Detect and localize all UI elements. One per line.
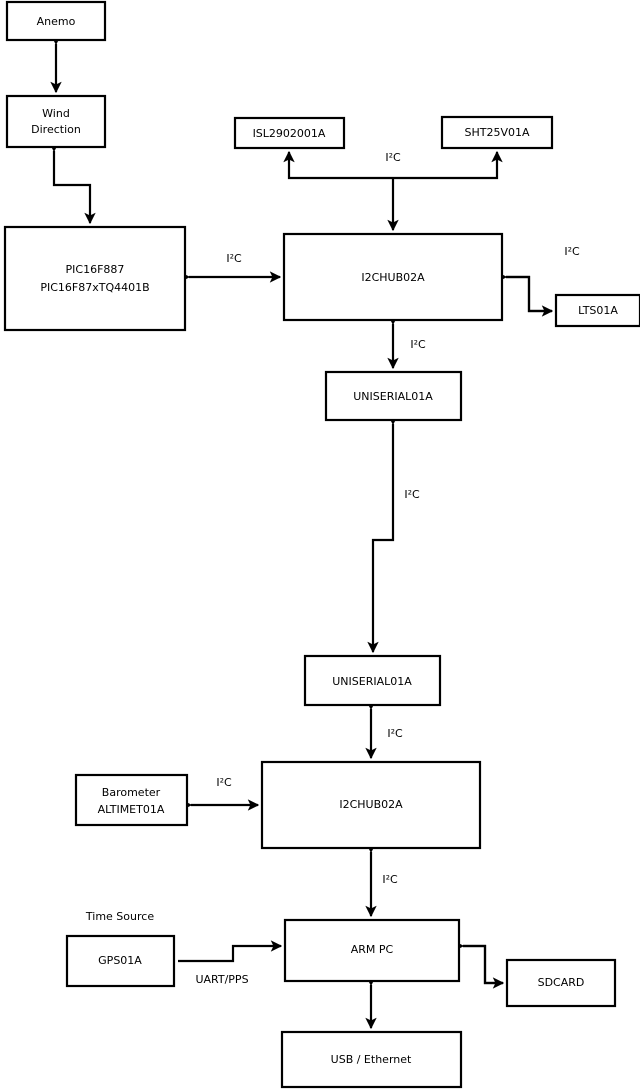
node-barometer-label-line2: ALTIMET01A — [98, 803, 165, 816]
link-gps01a-arm-pc — [178, 940, 283, 963]
node-lts01a-label: LTS01A — [578, 304, 618, 317]
node-anemo[interactable]: Anemo — [5, 0, 107, 42]
node-i2chub02a-top-label: I2CHUB02A — [361, 271, 425, 284]
node-arm-pc-label: ARM PC — [351, 943, 394, 956]
node-sht25v01a-label: SHT25V01A — [464, 126, 529, 139]
node-sht25v01a[interactable]: SHT25V01A — [440, 115, 554, 150]
node-anemo-label: Anemo — [37, 15, 76, 28]
node-wind-direction-label-line2: Direction — [31, 123, 81, 136]
nodes-layer: Anemo Wind Direction PIC16F887 PIC16F87x… — [3, 0, 640, 1089]
node-pic16f887[interactable]: PIC16F887 PIC16F87xTQ4401B — [3, 225, 187, 332]
node-isl2902001a-label: ISL2902001A — [253, 127, 326, 140]
link-arm-pc-sdcard-in — [452, 940, 503, 985]
edge-label-i2c-hub-bottom-arm: I²C — [382, 873, 398, 886]
links-layer — [48, 33, 554, 1030]
node-lts01a[interactable]: LTS01A — [554, 293, 640, 328]
node-pic16f887-label-line1: PIC16F887 — [66, 263, 125, 276]
label-time-source: Time Source — [85, 910, 154, 923]
node-i2chub02a-bottom-label: I2CHUB02A — [339, 798, 403, 811]
link-wind-direction-pic — [48, 140, 96, 225]
node-uniserial01a-top[interactable]: UNISERIAL01A — [324, 370, 463, 422]
edge-label-i2c-uniserial-uniserial: I²C — [404, 488, 420, 501]
link-arm-pc-sdcard-out — [463, 944, 505, 989]
link-i2chub02a-top-lts01a-out — [506, 275, 554, 317]
edge-label-uart-pps: UART/PPS — [195, 973, 248, 986]
node-isl2902001a[interactable]: ISL2902001A — [233, 116, 346, 150]
node-usb-ethernet[interactable]: USB / Ethernet — [280, 1030, 463, 1089]
labels-layer: I²C I²C I²C I²C I²C I²C I²C I²C UART/PPS… — [85, 151, 580, 986]
link-bus-sht25v01a — [393, 150, 503, 180]
node-gps01a[interactable]: GPS01A — [65, 934, 176, 988]
node-wind-direction[interactable]: Wind Direction — [5, 94, 107, 149]
link-bus-isl2902001a — [283, 150, 393, 180]
node-wind-direction-label-line1: Wind — [42, 107, 70, 120]
edge-label-i2c-pic-hub: I²C — [226, 252, 242, 265]
node-i2chub02a-top[interactable]: I2CHUB02A — [282, 232, 504, 322]
edge-label-i2c-hub-lts: I²C — [564, 245, 580, 258]
node-i2chub02a-bottom[interactable]: I2CHUB02A — [260, 760, 482, 850]
node-gps01a-label: GPS01A — [98, 954, 142, 967]
node-uniserial01a-top-label: UNISERIAL01A — [353, 390, 433, 403]
node-uniserial01a-bottom[interactable]: UNISERIAL01A — [303, 654, 442, 707]
node-pic16f887-label-line2: PIC16F87xTQ4401B — [40, 281, 149, 294]
node-uniserial01a-bottom-label: UNISERIAL01A — [332, 675, 412, 688]
node-barometer-altimet01a[interactable]: Barometer ALTIMET01A — [74, 773, 189, 827]
edge-label-i2c-hub-uniserial: I²C — [410, 338, 426, 351]
edge-label-i2c-uniserial-hub-bottom: I²C — [387, 727, 403, 740]
node-sdcard-label: SDCARD — [538, 976, 585, 989]
edge-label-i2c-barometer-hub: I²C — [216, 776, 232, 789]
node-arm-pc[interactable]: ARM PC — [283, 918, 461, 983]
node-sdcard[interactable]: SDCARD — [505, 958, 617, 1008]
node-usb-ethernet-label: USB / Ethernet — [331, 1053, 412, 1066]
edge-label-i2c-top-bus: I²C — [385, 151, 401, 164]
node-barometer-label-line1: Barometer — [102, 786, 161, 799]
link-uniserial-top-uniserial-bottom — [367, 413, 399, 654]
